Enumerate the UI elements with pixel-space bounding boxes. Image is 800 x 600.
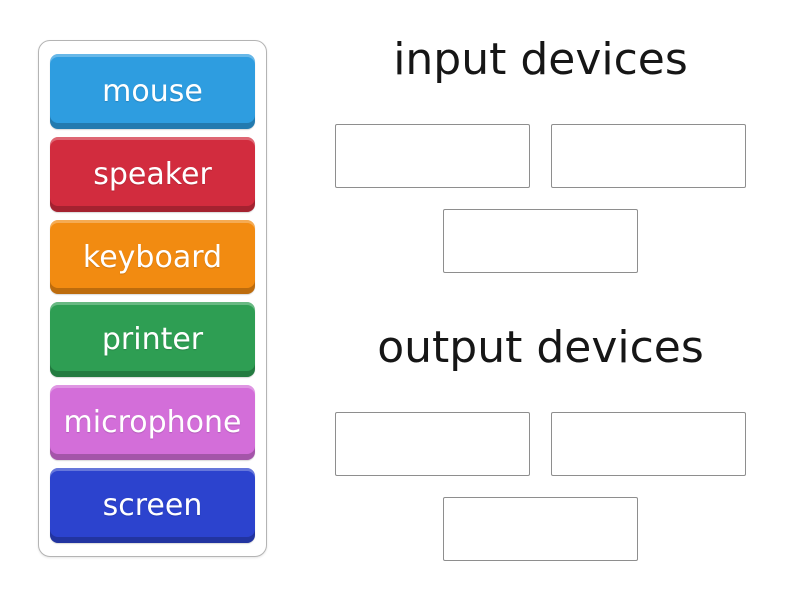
- drop-slot-input-1[interactable]: [335, 124, 530, 188]
- tile-microphone[interactable]: microphone: [50, 385, 255, 461]
- tile-label: mouse: [102, 73, 203, 109]
- tile-label: screen: [102, 488, 203, 524]
- drop-slot-output-1[interactable]: [335, 412, 530, 476]
- group-output-devices: output devices: [335, 322, 746, 582]
- tile-printer[interactable]: printer: [50, 302, 255, 378]
- group-title-output: output devices: [377, 322, 704, 373]
- slot-row: [335, 124, 746, 188]
- tile-keyboard[interactable]: keyboard: [50, 219, 255, 295]
- drop-slot-input-3[interactable]: [443, 209, 638, 273]
- drop-slot-input-2[interactable]: [551, 124, 746, 188]
- slot-row: [335, 497, 746, 561]
- tile-label: speaker: [93, 156, 212, 192]
- tile-speaker[interactable]: speaker: [50, 136, 255, 212]
- tile-label: keyboard: [82, 239, 223, 275]
- drop-slot-output-2[interactable]: [551, 412, 746, 476]
- slot-row: [335, 412, 746, 476]
- drop-slot-output-3[interactable]: [443, 497, 638, 561]
- slot-row: [335, 209, 746, 273]
- word-bank: mouse speaker keyboard printer microphon…: [38, 40, 267, 557]
- tile-label: printer: [101, 322, 204, 358]
- tile-mouse[interactable]: mouse: [50, 54, 255, 129]
- group-input-devices: input devices: [335, 34, 746, 294]
- group-title-input: input devices: [393, 34, 688, 85]
- tile-label: microphone: [63, 405, 242, 441]
- tile-screen[interactable]: screen: [50, 468, 255, 543]
